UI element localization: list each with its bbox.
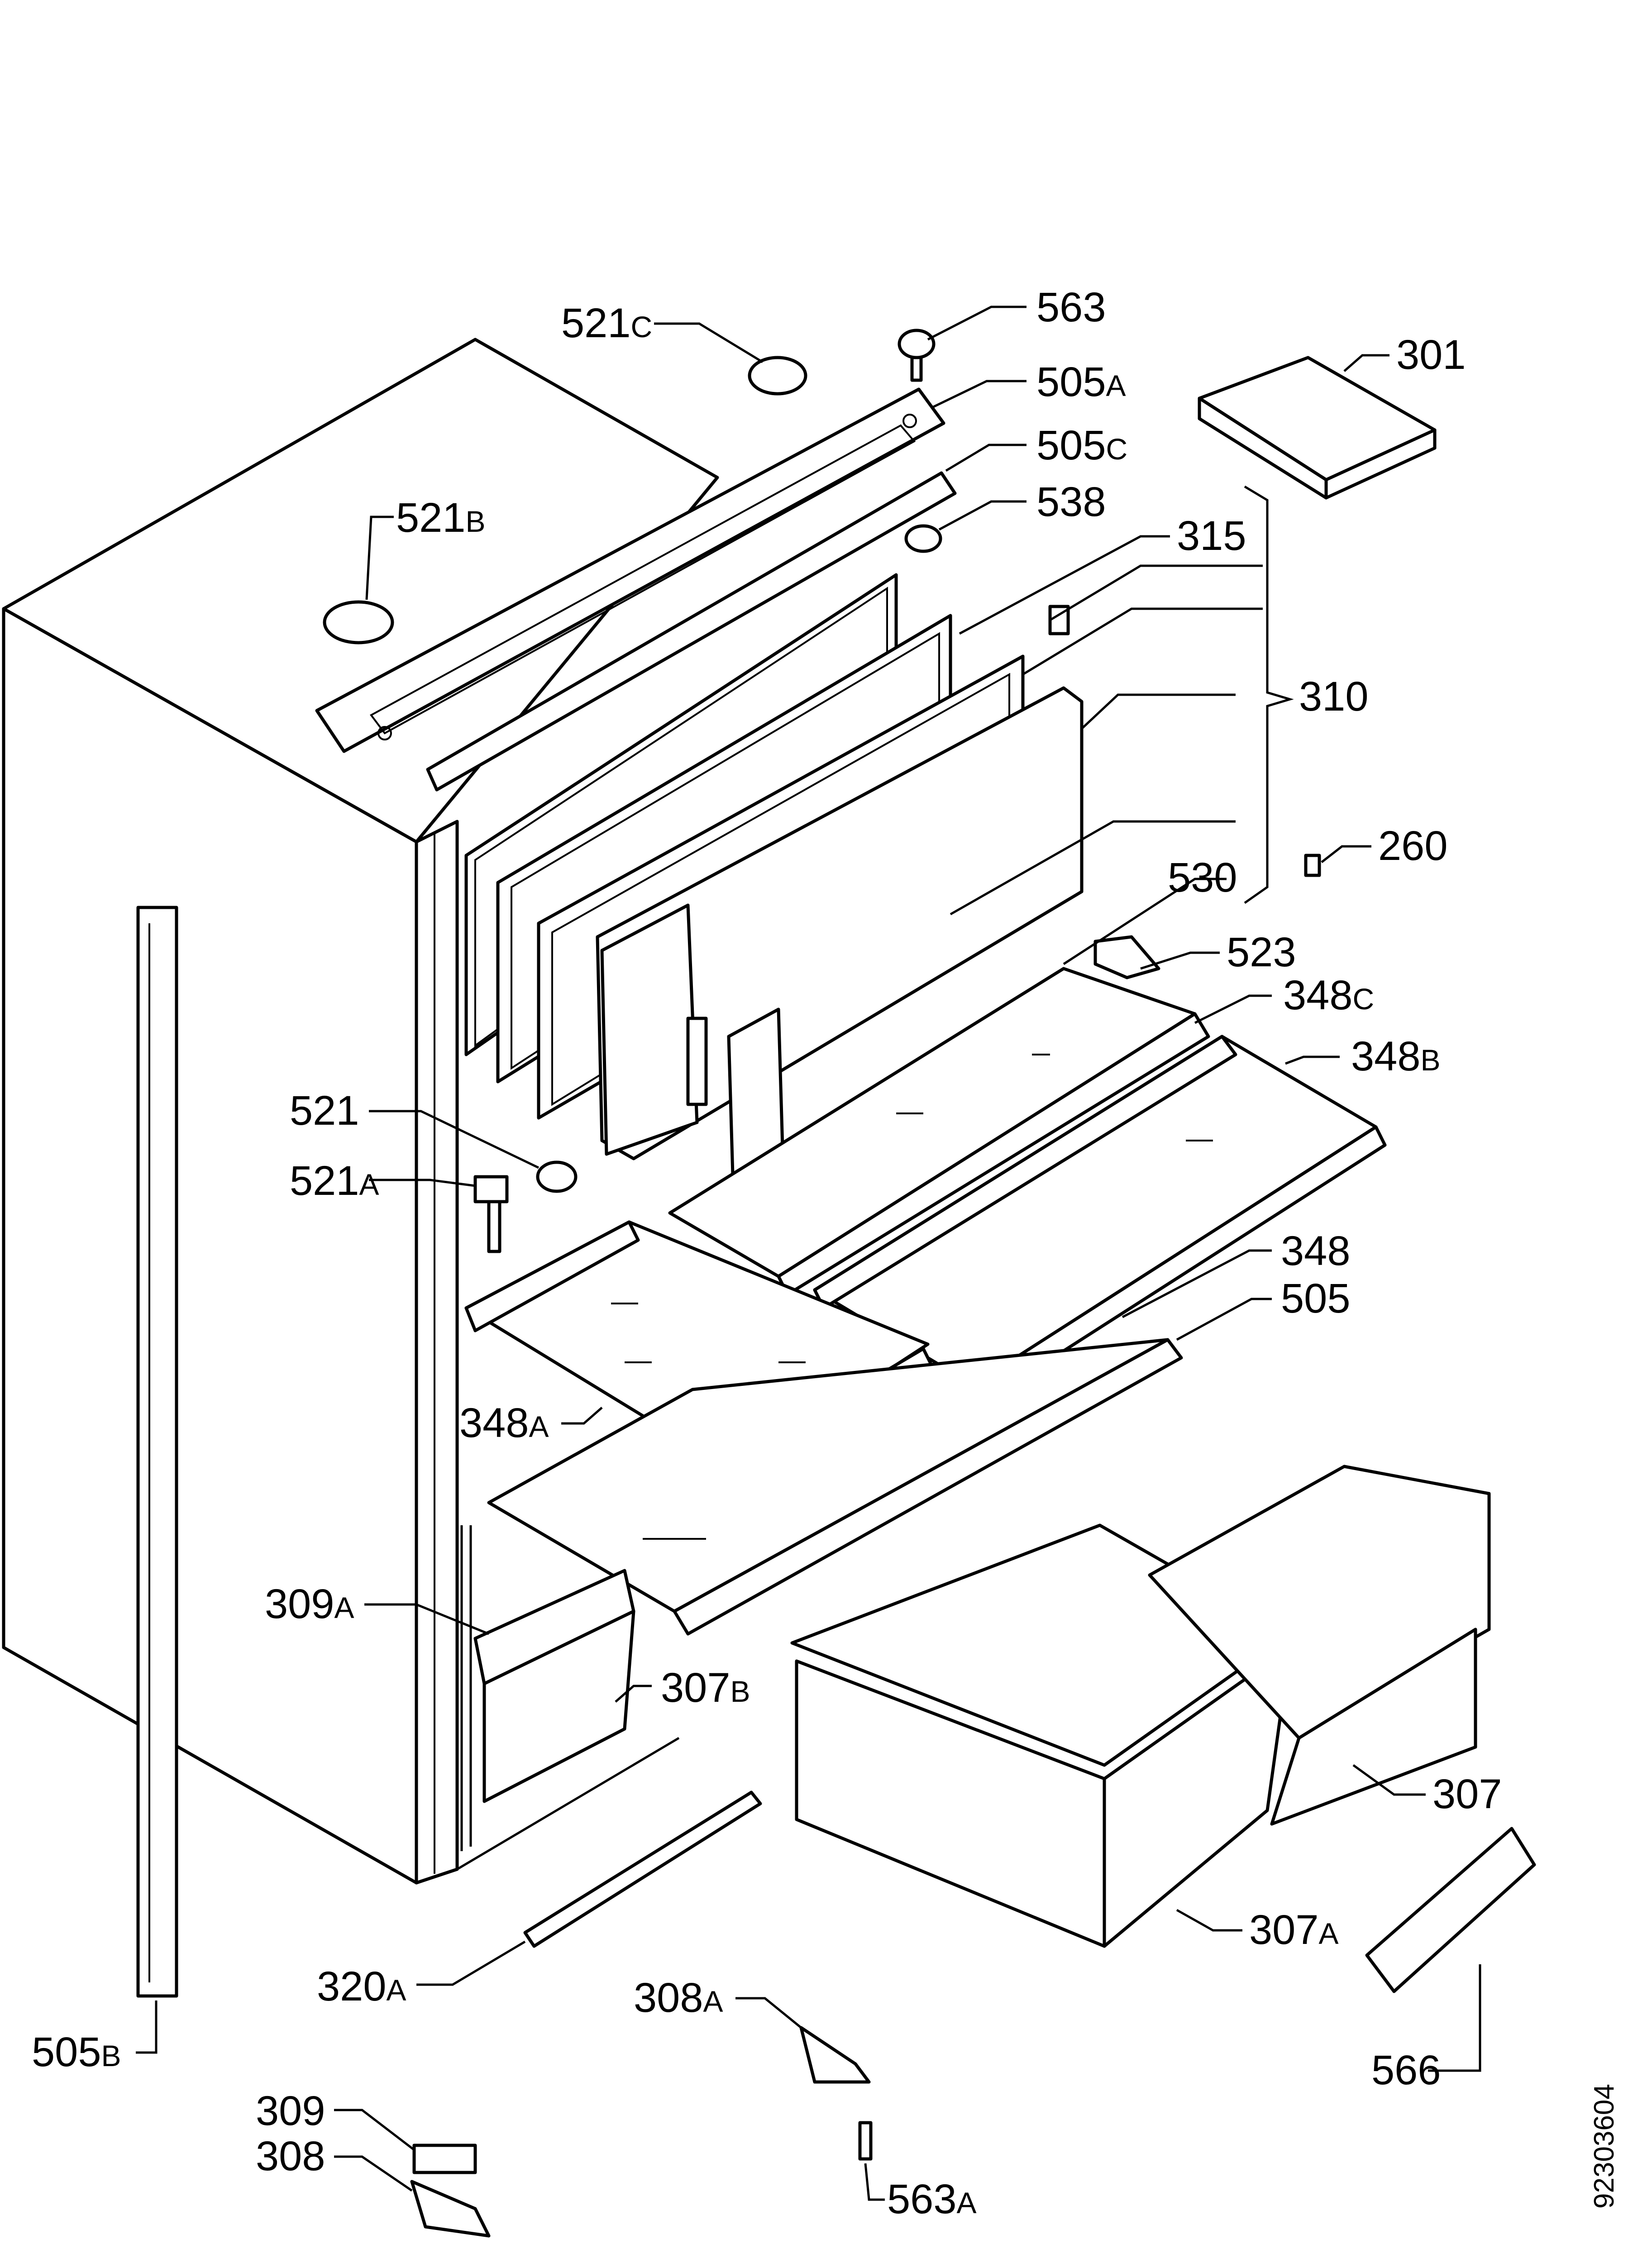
label-301: 301 xyxy=(1396,332,1466,378)
rail-320a xyxy=(523,1790,762,1948)
label-521: 521 xyxy=(290,1088,359,1134)
label-307b: 307B xyxy=(661,1665,750,1711)
leader-lines xyxy=(136,306,1481,2201)
label-308: 308 xyxy=(256,2133,325,2179)
label-521b: 521B xyxy=(396,495,486,541)
label-530: 530 xyxy=(1168,855,1237,901)
label-521a: 521A xyxy=(290,1158,379,1204)
label-310: 310 xyxy=(1299,673,1369,720)
label-320a: 320A xyxy=(317,1963,406,2010)
freezer-door-panel xyxy=(596,686,1084,1192)
label-348b: 348B xyxy=(1351,1033,1441,1079)
label-308a: 308A xyxy=(634,1975,723,2021)
label-563a: 563A xyxy=(887,2176,977,2222)
glass-shelves-upper xyxy=(668,967,1387,1405)
label-505b: 505B xyxy=(32,2029,121,2075)
label-521c: 521C xyxy=(561,300,652,346)
label-505a: 505A xyxy=(1036,359,1126,405)
small-parts xyxy=(323,329,1536,2238)
group-bracket-310 xyxy=(1244,485,1294,904)
label-307a: 307A xyxy=(1249,1907,1339,1953)
ice-cube-tray xyxy=(1198,356,1437,500)
label-505: 505 xyxy=(1281,1275,1351,1322)
top-trim-strip xyxy=(315,387,945,753)
crisper-boxes xyxy=(790,1465,1491,1948)
label-566: 566 xyxy=(1371,2047,1441,2093)
drawing-number: 92303604 xyxy=(1589,2084,1620,2209)
label-309a: 309A xyxy=(265,1581,354,1627)
label-307: 307 xyxy=(1432,1771,1502,1817)
label-348c: 348C xyxy=(1283,972,1374,1018)
label-538: 538 xyxy=(1036,479,1106,525)
label-309: 309 xyxy=(256,2088,325,2134)
label-315: 315 xyxy=(1177,513,1246,559)
part-labels: 563 301 521C 505A 505C 538 521B 315 310 … xyxy=(32,284,1502,2222)
label-348a: 348A xyxy=(459,1400,549,1446)
small-tray-309a xyxy=(473,1569,635,1803)
vertical-gasket-505b xyxy=(136,906,178,1998)
label-523: 523 xyxy=(1227,929,1296,975)
label-348: 348 xyxy=(1281,1228,1351,1274)
label-505c: 505C xyxy=(1036,422,1127,468)
label-260: 260 xyxy=(1378,823,1448,869)
gasket-strip-505c xyxy=(426,471,957,792)
cabinet-body xyxy=(2,338,719,1885)
label-563: 563 xyxy=(1036,284,1106,330)
